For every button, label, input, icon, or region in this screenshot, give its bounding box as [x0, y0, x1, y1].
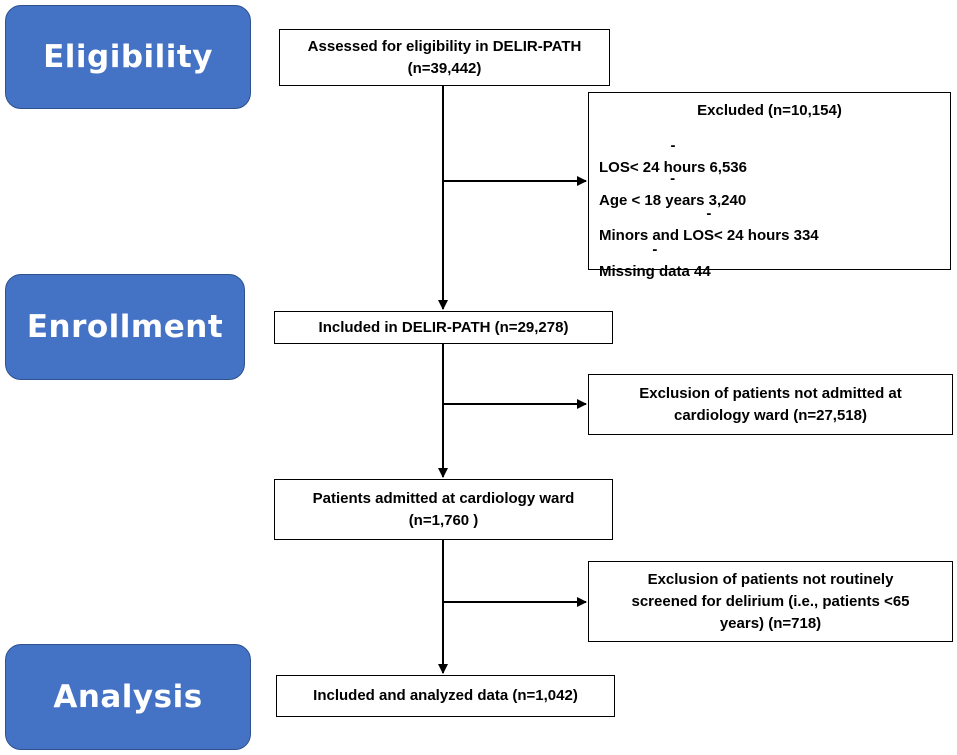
exclusion-screening-line1: Exclusion of patients not routinely — [647, 570, 894, 588]
excluded-item-text: Missing data 44 — [599, 263, 711, 280]
excluded-item-text: LOS< 24 hours 6,536 — [599, 159, 747, 176]
included-line1: Included in DELIR-PATH (n=29,278) — [318, 318, 569, 336]
box-excluded: Excluded (n=10,154) -LOS< 24 hours 6,536… — [588, 92, 951, 280]
assessed-line1: Assessed for eligibility in DELIR-PATH — [307, 37, 582, 55]
excluded-title: Excluded (n=10,154) — [697, 102, 842, 119]
excluded-item: - LOS< 24 hours 6,536 — [599, 135, 747, 179]
admitted-line1: Patients admitted at cardiology ward — [312, 489, 575, 507]
excluded-item-text: Minors and LOS< 24 hours 334 — [599, 227, 819, 244]
excluded-item: - Minors and LOS< 24 hours 334 — [599, 203, 819, 247]
box-included: Included in DELIR-PATH (n=29,278) — [274, 311, 613, 344]
analyzed-line1: Included and analyzed data (n=1,042) — [313, 687, 578, 704]
box-assessed: Assessed for eligibility in DELIR-PATH (… — [279, 29, 610, 86]
excluded-item-text: Age < 18 years 3,240 — [599, 192, 747, 209]
box-exclusion-cardiology: Exclusion of patients not admitted at ca… — [588, 374, 953, 435]
excluded-bullet: - — [670, 137, 676, 154]
excluded-bullet: - — [670, 170, 676, 187]
excluded-bullet: - — [652, 241, 658, 258]
exclusion-screening-line3: years) (n=718) — [719, 614, 822, 632]
excluded-bullet: - — [706, 205, 712, 222]
box-admitted-cardiology: Patients admitted at cardiology ward (n=… — [274, 479, 613, 540]
assessed-line2: (n=39,442) — [407, 59, 482, 77]
stage-analysis: Analysis — [5, 644, 251, 750]
exclusion-cardiology-line1: Exclusion of patients not admitted at — [639, 384, 902, 402]
admitted-line2: (n=1,760 ) — [408, 511, 479, 529]
exclusion-cardiology-line2: cardiology ward (n=27,518) — [674, 406, 867, 424]
excluded-item: - Missing data 44 — [599, 239, 711, 283]
stage-eligibility: Eligibility — [5, 5, 251, 109]
stage-enrollment: Enrollment — [5, 274, 245, 380]
box-exclusion-screening: Exclusion of patients not routinely scre… — [588, 561, 953, 642]
exclusion-screening-line2: screened for delirium (i.e., patients <6… — [631, 592, 910, 610]
box-analyzed: Included and analyzed data (n=1,042) — [276, 675, 615, 717]
excluded-item: - Age < 18 years 3,240 — [599, 168, 746, 212]
